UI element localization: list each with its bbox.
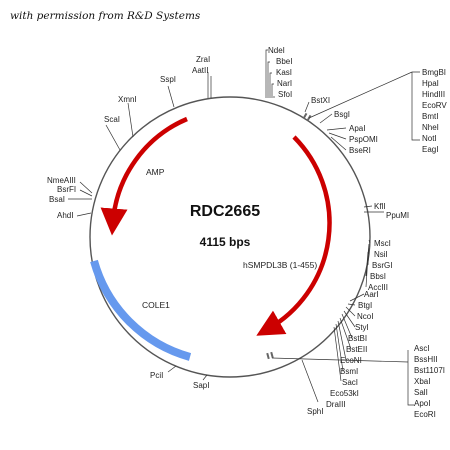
site-sapi: SapI (193, 381, 209, 390)
leader-sphi (301, 359, 319, 403)
site-nari: NarI (277, 79, 292, 88)
site-sfoi: SfoI (278, 90, 292, 99)
leader-sapi (202, 374, 208, 381)
site-kasi: KasI (276, 68, 292, 77)
site-mscl: MscI (374, 239, 391, 248)
cole1-feature-arc (90, 259, 192, 361)
site-zrai: ZraI (196, 55, 210, 64)
site-bsrgi: BsrGI (372, 261, 392, 270)
plasmid-size: 4115 bps (200, 235, 251, 249)
site-group-mcs-bottom: AscI BssHII Bst1107I XbaI SalI ApoI EcoR… (271, 344, 445, 419)
site-group-mcs-top: BmgBI HpaI HindIII EcoRV BmtI NheI NotI … (308, 68, 447, 154)
site-bsai: BsaI (49, 195, 65, 204)
site-hindiii: HindIII (422, 90, 445, 99)
leader-ahdi (76, 212, 92, 217)
site-hpai: HpaI (422, 79, 439, 88)
site-bbsi: BbsI (370, 272, 386, 281)
site-group-kfli: KflI PpuMI (363, 202, 409, 220)
site-styi: StyI (355, 323, 369, 332)
site-group-top: NdeI BbeI KasI NarI SfoI (265, 46, 292, 99)
site-ahdi: AhdI (57, 211, 73, 220)
site-group-right-upper: BsgI ApaI PspOMI BseRI (319, 110, 378, 155)
site-pcii: PciI (150, 371, 163, 380)
site-nmeaiii: NmeAIII (47, 176, 76, 185)
leader-sspi (167, 85, 175, 108)
site-apai: ApaI (349, 124, 365, 133)
cole1-label: COLE1 (142, 300, 170, 310)
site-ppumi: PpuMI (386, 211, 409, 220)
site-group-right-lower: AarI BtgI NcoI StyI BstBI BstEII EcoNI B… (326, 290, 379, 409)
site-asci: AscI (414, 344, 430, 353)
site-ecorv: EcoRV (422, 101, 447, 110)
site-sphi: SphI (307, 407, 323, 416)
hsmpdl3b-feature-arrow (256, 135, 332, 336)
site-ncoi: NcoI (357, 312, 373, 321)
site-bstxi: BstXI (311, 96, 330, 105)
site-eagi: EagI (422, 145, 438, 154)
leader-bstxi (304, 101, 310, 113)
site-sspi: SspI (160, 75, 176, 84)
site-pspomi: PspOMI (349, 135, 378, 144)
site-xbai: XbaI (414, 377, 430, 386)
site-bsteii: BstEII (346, 345, 367, 354)
leader-scai (105, 124, 121, 151)
site-bsrfi: BsrFI (57, 185, 76, 194)
site-group-zrai: ZraI AatII (192, 55, 212, 98)
site-bsmi: BsmI (340, 367, 358, 376)
site-eco53ki: Eco53kI (330, 389, 359, 398)
site-sali: SalI (414, 388, 428, 397)
site-group-left: NmeAIII BsrFI BsaI (47, 176, 93, 204)
site-nhei: NheI (422, 123, 439, 132)
site-bmgbi: BmgBI (422, 68, 446, 77)
plasmid-name: RDC2665 (190, 203, 260, 220)
site-xmni: XmnI (118, 95, 137, 104)
site-draiii: DraIII (326, 400, 346, 409)
site-bseri: BseRI (349, 146, 371, 155)
site-bst1107i: Bst1107I (414, 366, 445, 375)
site-kfli: KflI (374, 202, 386, 211)
site-saci: SacI (342, 378, 358, 387)
leader-pcii (167, 365, 177, 373)
site-noti: NotI (422, 134, 437, 143)
site-group-right-mid: MscI NsiI BsrGI BbsI AccIII (365, 239, 392, 292)
site-aari: AarI (364, 290, 379, 299)
site-btgi: BtgI (358, 301, 372, 310)
site-bsshii: BssHII (414, 355, 438, 364)
site-bmti: BmtI (422, 112, 438, 121)
credit-text: with permission from R&D Systems (10, 10, 201, 22)
site-bbei: BbeI (276, 57, 292, 66)
plasmid-backbone (89, 96, 371, 378)
site-ecori: EcoRI (414, 410, 436, 419)
leader-xmni (127, 102, 134, 138)
site-nsil: NsiI (374, 250, 388, 259)
site-scai: ScaI (104, 115, 120, 124)
site-aatii: AatII (192, 66, 208, 75)
site-ndei: NdeI (268, 46, 285, 55)
hsmpdl3b-label: hSMPDL3B (1-455) (243, 260, 317, 270)
site-bsgi: BsgI (334, 110, 350, 119)
amp-label: AMP (146, 167, 165, 177)
amp-feature-arrow (100, 116, 188, 236)
site-bstbi: BstBI (348, 334, 367, 343)
site-apoi: ApoI (414, 399, 430, 408)
site-acciii: AccIII (368, 283, 388, 292)
